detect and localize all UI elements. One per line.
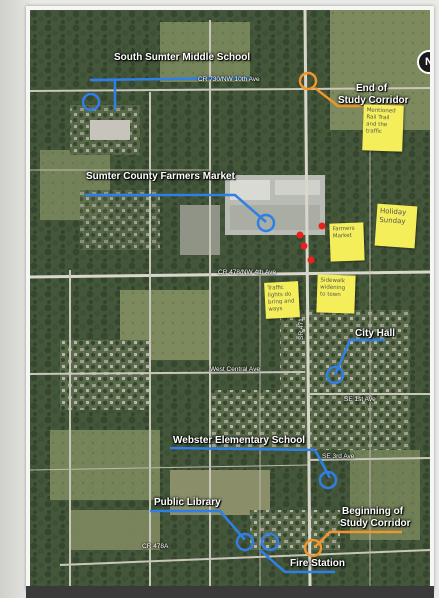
- sticky-note-holiday-sunday: Holiday Sunday: [374, 203, 418, 249]
- aerial-map: South Sumter Middle School Sumter County…: [30, 10, 430, 586]
- road-label-west-central: West Central Ave: [210, 366, 260, 373]
- north-arrow-icon: N: [417, 50, 430, 74]
- road-label-sr471: SR 471: [298, 318, 305, 340]
- board-edge: [26, 586, 434, 598]
- label-end-corridor-line2: Study Corridor: [338, 95, 409, 106]
- road-label-cr478: CR 478/NW 4th Ave: [218, 269, 277, 276]
- label-public-library: Public Library: [154, 497, 221, 508]
- label-begin-corridor-line2: Study Corridor: [340, 518, 411, 529]
- road-label-cr730: CR 730/NW 10th Ave: [198, 76, 260, 83]
- label-end-corridor-line1: End of: [356, 83, 388, 94]
- sticky-note-farmers-market: Farmers Market: [329, 222, 365, 262]
- label-farmers-market: Sumter County Farmers Market: [86, 171, 235, 182]
- label-fire-station: Fire Station: [290, 558, 346, 569]
- road-label-cr478a: CR 478A: [142, 543, 169, 550]
- sticky-note-sidewalk: Sidewalk widening to town: [316, 274, 356, 314]
- label-webster-elementary: Webster Elementary School: [173, 435, 306, 446]
- label-begin-corridor-line1: Beginning of: [342, 506, 404, 517]
- sticky-note-traffic-lights: Traffic lights do bring and ways: [264, 281, 300, 319]
- road-label-se1st: SE 1st Ave: [344, 396, 376, 403]
- sticky-note-rail-trail: Mentioned Rail Trail and the traffic: [362, 104, 404, 152]
- label-city-hall: City Hall: [355, 328, 396, 339]
- wall-background: [0, 0, 30, 598]
- label-south-sumter-middle-school: South Sumter Middle School: [114, 52, 251, 63]
- road-label-se3rd: SE 3rd Ave: [322, 453, 355, 460]
